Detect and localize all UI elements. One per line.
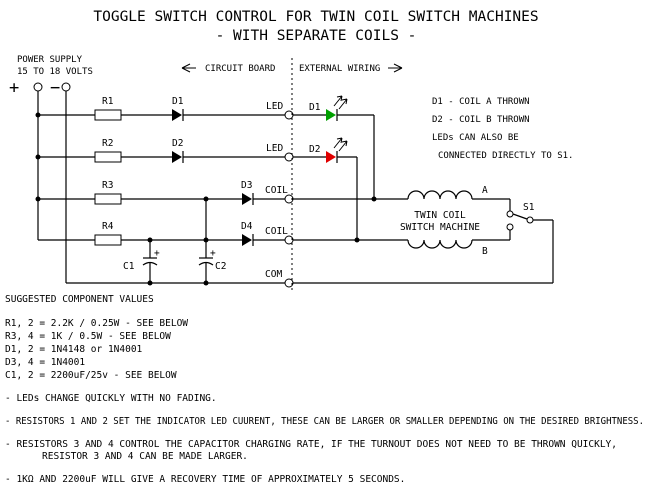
side-note-4: CONNECTED DIRECTLY TO S1. — [438, 151, 573, 161]
switch-s1-common — [526, 216, 534, 224]
capacitor-c2-plus: + — [210, 248, 216, 259]
diode-d3 — [242, 193, 252, 205]
terminal-coil-2-label: COIL — [265, 226, 288, 237]
value-line-2: R3, 4 = 1K / 0.5W - SEE BELOW — [5, 331, 171, 342]
title-line-1: TOGGLE SWITCH CONTROL FOR TWIN COIL SWIT… — [93, 9, 538, 25]
terminal-com-label: COM — [265, 269, 282, 280]
label-r4: R4 — [102, 221, 114, 232]
circuit-board-label: CIRCUIT BOARD — [205, 64, 275, 74]
label-r1: R1 — [102, 96, 114, 107]
value-line-3: D1, 2 = 1N4148 or 1N4001 — [5, 344, 143, 355]
label-d3: D3 — [241, 180, 252, 191]
capacitor-c1-plus: + — [154, 248, 160, 259]
switch-s1-contact-a — [506, 210, 514, 218]
note-2: - RESISTORS 1 AND 2 SET THE INDICATOR LE… — [5, 416, 644, 427]
right-arrow-icon — [388, 63, 403, 73]
label-c1: C1 — [123, 261, 135, 272]
label-d1: D1 — [172, 96, 184, 107]
side-note-2: D2 - COIL B THROWN — [432, 115, 530, 125]
switch-s1-contact-b — [506, 223, 514, 231]
terminal-led-2 — [284, 152, 294, 162]
terminal-led-1-label: LED — [266, 101, 283, 112]
terminal-led-2-label: LED — [266, 143, 283, 154]
note-3: - RESISTORS 3 AND 4 CONTROL THE CAPACITO… — [5, 439, 617, 450]
note-4: - 1KΩ AND 2200uF WILL GIVE A RECOVERY TI… — [5, 474, 405, 485]
note-1: - LEDs CHANGE QUICKLY WITH NO FADING. — [5, 393, 217, 404]
label-c2: C2 — [215, 261, 226, 272]
led-d1-green — [326, 109, 336, 121]
resistor-r3 — [94, 193, 122, 205]
led-d2-red — [326, 151, 336, 163]
diode-d1 — [172, 109, 182, 121]
label-coil-a: A — [482, 185, 488, 196]
machine-label-line-2: SWITCH MACHINE — [400, 222, 480, 233]
diode-d4 — [242, 234, 252, 246]
values-heading: SUGGESTED COMPONENT VALUES — [5, 294, 154, 305]
title-line-2: - WITH SEPARATE COILS - — [216, 28, 417, 44]
positive-symbol: + — [9, 78, 19, 98]
switch-s1-lever — [512, 213, 528, 220]
power-supply-label: POWER SUPPLY — [17, 55, 83, 65]
machine-label-line-1: TWIN COIL — [414, 210, 466, 221]
value-line-4: D3, 4 = 1N4001 — [5, 357, 85, 368]
coil-a — [407, 190, 473, 200]
positive-terminal — [33, 82, 43, 92]
label-s1: S1 — [523, 202, 535, 213]
terminal-coil-1-label: COIL — [265, 185, 288, 196]
left-arrow-icon — [181, 63, 196, 73]
side-note-3: LEDs CAN ALSO BE — [432, 133, 519, 143]
coil-b — [407, 239, 473, 249]
label-led-d1: D1 — [309, 102, 321, 113]
value-line-5: C1, 2 = 2200uF/25v - SEE BELOW — [5, 370, 177, 381]
label-d2: D2 — [172, 138, 183, 149]
note-3-continued: RESISTOR 3 AND 4 CAN BE MADE LARGER. — [42, 451, 248, 462]
power-supply-voltage: 15 TO 18 VOLTS — [17, 67, 93, 77]
label-coil-b: B — [482, 246, 488, 257]
external-wiring-label: EXTERNAL WIRING — [299, 64, 380, 74]
resistor-r1 — [94, 109, 122, 121]
led-d2-light-icon — [333, 137, 348, 152]
label-r3: R3 — [102, 180, 113, 191]
negative-terminal — [61, 82, 71, 92]
value-line-1: R1, 2 = 2.2K / 0.25W - SEE BELOW — [5, 318, 188, 329]
led-d1-light-icon — [333, 95, 348, 110]
side-note-1: D1 - COIL A THROWN — [432, 97, 530, 107]
diode-d2 — [172, 151, 182, 163]
negative-symbol: − — [50, 78, 60, 98]
label-r2: R2 — [102, 138, 113, 149]
resistor-r4 — [94, 234, 122, 246]
label-led-d2: D2 — [309, 144, 320, 155]
label-d4: D4 — [241, 221, 253, 232]
resistor-r2 — [94, 151, 122, 163]
